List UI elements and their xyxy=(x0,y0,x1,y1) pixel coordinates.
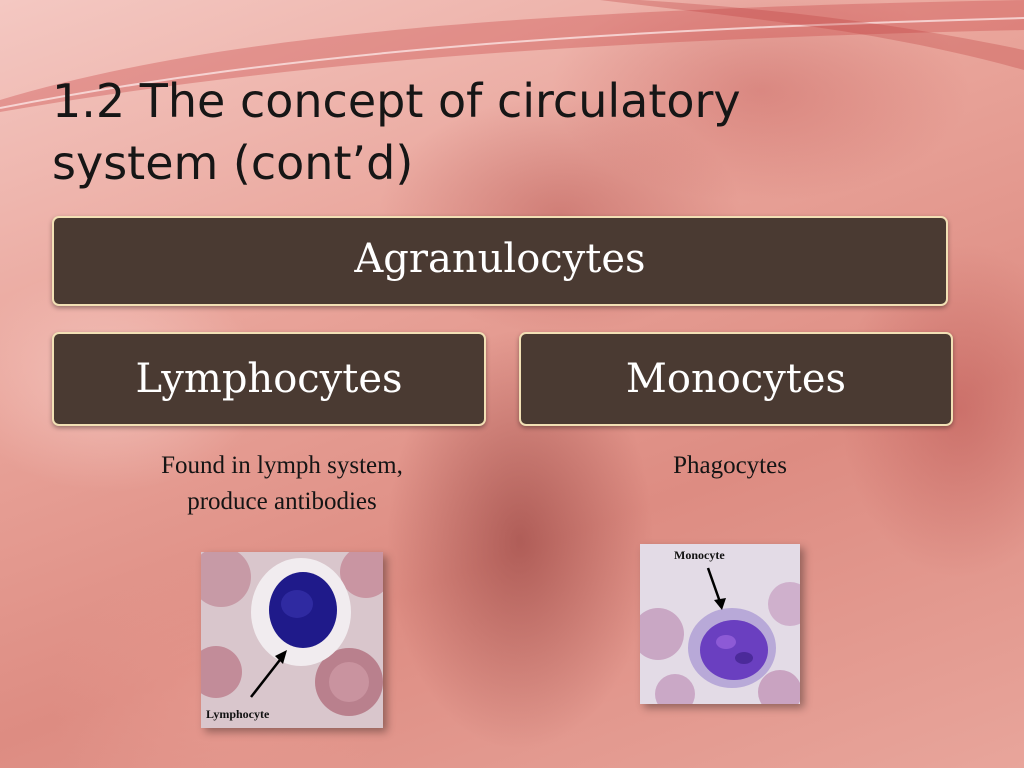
monocyte-image: Monocyte xyxy=(640,544,800,704)
lymphocytes-description: Found in lymph system, produce antibodie… xyxy=(82,448,482,520)
slide-title: 1.2 The concept of circulatory system (c… xyxy=(52,70,952,194)
lymphocytes-description-line-1: Found in lymph system, xyxy=(161,452,403,479)
monocytes-description-line-1: Phagocytes xyxy=(673,452,787,479)
monocytes-box: Monocytes xyxy=(519,332,953,426)
lymphocyte-caption: Lymphocyte xyxy=(206,707,270,721)
title-line-1: 1.2 The concept of circulatory xyxy=(52,74,741,128)
lymphocytes-description-line-2: produce antibodies xyxy=(187,488,377,515)
lymphocytes-box: Lymphocytes xyxy=(52,332,486,426)
monocytes-description: Phagocytes xyxy=(540,448,920,484)
title-line-2: system (cont’d) xyxy=(52,136,414,190)
monocyte-caption: Monocyte xyxy=(674,548,725,562)
decorative-wave xyxy=(0,0,1024,112)
lymphocyte-image: Lymphocyte xyxy=(201,552,383,728)
agranulocytes-box: Agranulocytes xyxy=(52,216,948,306)
